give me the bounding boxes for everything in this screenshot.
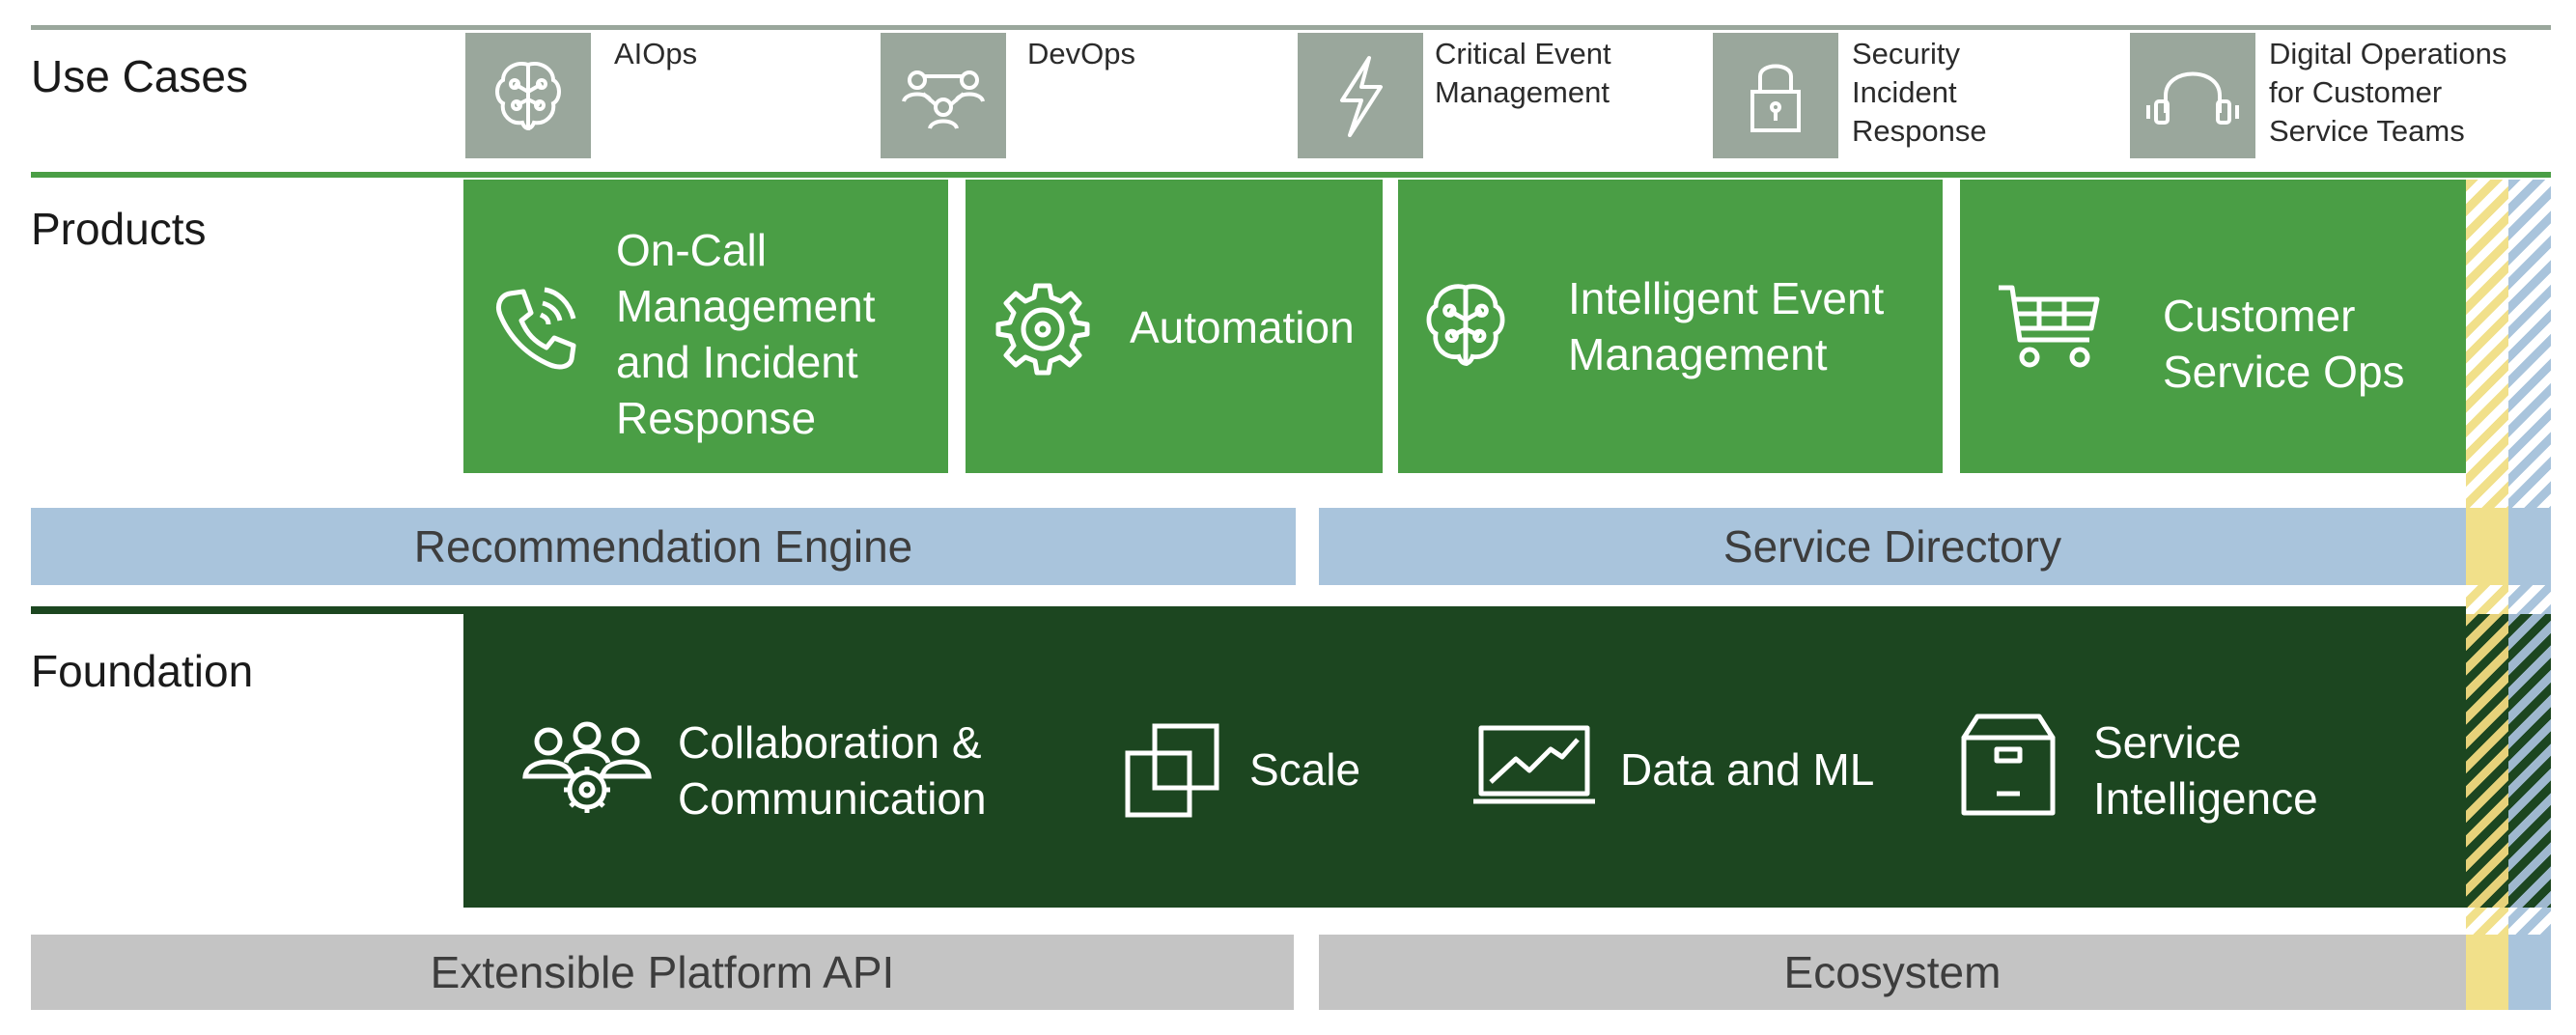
- use-case-label: DevOps: [1027, 37, 1135, 70]
- brain-icon: [465, 33, 591, 158]
- recommendation-engine-bar: Recommendation Engine: [31, 508, 1296, 585]
- product-label: Automation: [1130, 302, 1355, 352]
- phone-ringing-icon: [489, 280, 585, 377]
- use-cases-label: Use Cases: [31, 51, 248, 101]
- foundation-label: Foundation: [31, 646, 254, 696]
- people-gear-icon: [521, 718, 653, 815]
- use-case-label: Security Incident Response: [1852, 37, 1987, 148]
- product-on-call-management: On-Call Management and Incident Response: [463, 180, 948, 473]
- products-top-rule: [31, 172, 2551, 178]
- use-case-label: Critical Event Management: [1435, 37, 1611, 109]
- product-label: On-Call Management and Incident Response: [616, 225, 876, 443]
- product-label: Customer Service Ops: [2163, 291, 2405, 397]
- blue-striped-band-dark: [2508, 614, 2551, 908]
- use-case-label: Digital Operations for Customer Service …: [2269, 37, 2507, 148]
- foundation-label: Scale: [1249, 744, 1361, 795]
- foundation-label: Data and ML: [1620, 744, 1875, 795]
- team-network-icon: [881, 33, 1006, 158]
- yellow-band: [2466, 508, 2508, 585]
- foundation-label: Service Intelligence: [2093, 717, 2318, 824]
- service-directory-bar: Service Directory: [1319, 508, 2466, 585]
- overlapping-squares-icon: [1122, 720, 1222, 821]
- blue-band-bottom: [2508, 935, 2551, 1010]
- ecosystem-bar: Ecosystem: [1319, 935, 2466, 1010]
- brain-icon: [1417, 276, 1514, 373]
- lightning-icon: [1298, 33, 1423, 158]
- products-label: Products: [31, 204, 207, 254]
- foundation-top-rule: [31, 606, 2551, 614]
- shopping-cart-icon: [1997, 280, 2103, 373]
- gear-icon: [994, 280, 1091, 377]
- yellow-striped-band-dark: [2466, 614, 2508, 908]
- use-cases-top-rule: [31, 25, 2551, 30]
- product-automation: Automation: [966, 180, 1383, 473]
- headset-icon: [2130, 33, 2255, 158]
- lock-icon: [1713, 33, 1838, 158]
- foundation-panel: Collaboration & Communication Scale Data…: [463, 614, 2466, 908]
- use-case-label: AIOps: [614, 37, 698, 70]
- line-chart-icon: [1470, 722, 1599, 809]
- extensible-platform-api-bar: Extensible Platform API: [31, 935, 1294, 1010]
- product-customer-service-ops: Customer Service Ops: [1960, 180, 2466, 473]
- foundation-label: Collaboration & Communication: [678, 717, 987, 824]
- product-label: Intelligent Event Management: [1568, 273, 1885, 379]
- product-intelligent-event-management: Intelligent Event Management: [1398, 180, 1943, 473]
- yellow-band-bottom: [2466, 935, 2508, 1010]
- archive-box-icon: [1958, 711, 2058, 819]
- blue-band: [2508, 508, 2551, 585]
